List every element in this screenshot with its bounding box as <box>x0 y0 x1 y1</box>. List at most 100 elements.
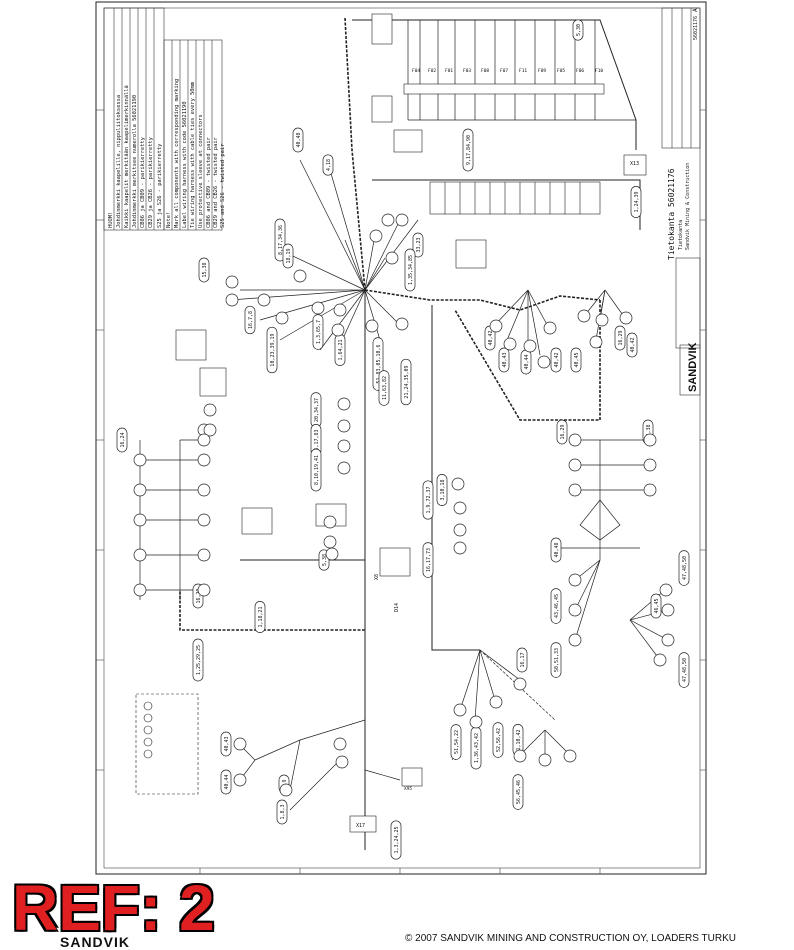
connector-node <box>538 753 552 767</box>
callout-bubble <box>274 218 286 262</box>
callout-bubble <box>462 128 474 172</box>
callout-bubble <box>492 722 504 758</box>
connector-node <box>337 419 351 433</box>
connector-node <box>595 313 609 327</box>
notes-en-line: CB06 and CB09 - twisted pair <box>206 136 212 228</box>
connector-node <box>489 319 503 333</box>
wire-callout: 6,17,83 <box>310 424 322 456</box>
callout-text: 47,48,50 <box>682 658 688 682</box>
wire-callout: 8,17,34,36 <box>274 218 286 262</box>
connector-node <box>453 541 467 555</box>
callout-bubble <box>192 638 204 682</box>
drawing-subtitle-2: Sandvik Mining & Construction <box>685 163 691 250</box>
callout-bubble <box>678 550 690 586</box>
wire-callout: 21,24,35,09 <box>400 358 412 406</box>
lower-left-spray <box>239 719 401 811</box>
callout-bubble <box>678 652 690 688</box>
optional-box <box>135 693 199 795</box>
callout-text: 1,8,3 <box>280 804 286 819</box>
fuse-label: F02 <box>428 68 436 74</box>
callout-bubble <box>220 769 232 795</box>
sheet-number: 56021176 <box>693 16 699 40</box>
notes-en-text: Note! Mark all components with correspon… <box>166 79 226 228</box>
connector-node <box>543 321 557 335</box>
connector-node <box>453 501 467 515</box>
notes-en-line: Label wiring harness with code 56021190 <box>182 101 188 228</box>
wire-callout: 40,42 <box>550 347 562 373</box>
connector-node <box>381 213 395 227</box>
connector-node <box>661 603 675 617</box>
optional-box-pins <box>143 701 153 759</box>
callout-text: 40,42 <box>488 330 494 345</box>
connector-node <box>563 749 577 763</box>
callout-text: 15,38 <box>202 262 208 277</box>
callout-text: 8,10,19,41 <box>314 455 320 485</box>
callout-bubble <box>498 347 510 373</box>
callout-text: 3,10,18 <box>440 479 446 500</box>
callout-text: 8,17,34,36 <box>278 225 284 255</box>
notes-fi-line: S25 ja S26 - parikierretty <box>157 143 163 228</box>
fuse-holders <box>371 13 605 123</box>
connector-node <box>311 301 325 315</box>
connector-node <box>568 483 582 497</box>
drawing-title: Tietokanta 56021176 <box>667 168 676 260</box>
callout-text: 18,19 <box>286 248 292 263</box>
fuse-label: F08 <box>481 68 489 74</box>
callout-bubble <box>292 127 304 153</box>
wire-callout: 1,9,72,37 <box>422 480 434 520</box>
wire-callout: 4,18 <box>322 154 334 176</box>
callout-bubble <box>630 186 642 218</box>
fuse-labels: F04 F02 F01 F03 F08 F07 F11 F09 F05 F06 … <box>412 68 603 74</box>
wire-callout: 5,30 <box>572 19 584 41</box>
connector-node <box>643 458 657 472</box>
wire-callout: 43,46,45 <box>550 588 562 624</box>
connector-node <box>133 453 147 467</box>
connector-node <box>257 293 271 307</box>
callout-bubble <box>266 326 278 374</box>
callout-group: 40,484,188,17,34,3618,1916,7,810,23,39,1… <box>116 19 690 860</box>
connector-node <box>323 535 337 549</box>
wire-callout: 40,44 <box>220 769 232 795</box>
callout-bubble <box>436 474 448 506</box>
callout-text: 1,3,65,7 <box>316 320 322 344</box>
connector-node <box>225 293 239 307</box>
fuse-label: F03 <box>463 68 471 74</box>
callout-text: 43,46,45 <box>554 594 560 618</box>
wire-callout: 20,34,37 <box>310 392 322 428</box>
connector-node <box>503 337 517 351</box>
connector-node <box>197 483 211 497</box>
callout-text: 20,34,37 <box>314 398 320 422</box>
wire-callout: 1,8,3 <box>276 799 288 825</box>
connector-node <box>337 397 351 411</box>
connector-node <box>453 703 467 717</box>
connector-node <box>203 403 217 417</box>
wire-callout: 16,17,73 <box>422 542 434 578</box>
notes-en-line: Use protective sleeve at connectors <box>198 114 204 228</box>
callout-bubble <box>450 724 462 760</box>
wire-callout: 16,24 <box>116 427 128 453</box>
callout-bubble <box>412 232 424 258</box>
connector-node <box>653 653 667 667</box>
wire-callout: 40,43 <box>498 347 510 373</box>
callout-text: 16,17 <box>520 652 526 667</box>
notes-en-line: Tie wiring harness with cable ties every… <box>190 82 196 228</box>
connector-node <box>568 433 582 447</box>
callout-text: 40,42 <box>630 337 636 352</box>
connector-node <box>568 458 582 472</box>
wire-callout: 15,38 <box>198 257 210 283</box>
callout-bubble <box>310 448 322 492</box>
fuse-label: F06 <box>576 68 584 74</box>
wire-callout: 40,48 <box>550 537 562 563</box>
fuse-label: F07 <box>500 68 508 74</box>
wire-callout: 1,3,24,25 <box>390 820 402 860</box>
callout-text: 33,23 <box>416 237 422 252</box>
label-x13: X13 <box>630 161 639 167</box>
callout-text: 16,29 <box>196 588 202 603</box>
callout-text: 1,24,39 <box>634 191 640 212</box>
callout-bubble <box>550 537 562 563</box>
connector-node <box>659 583 673 597</box>
connector-node <box>233 737 247 751</box>
connector-node <box>523 339 537 353</box>
callout-bubble <box>550 588 562 624</box>
